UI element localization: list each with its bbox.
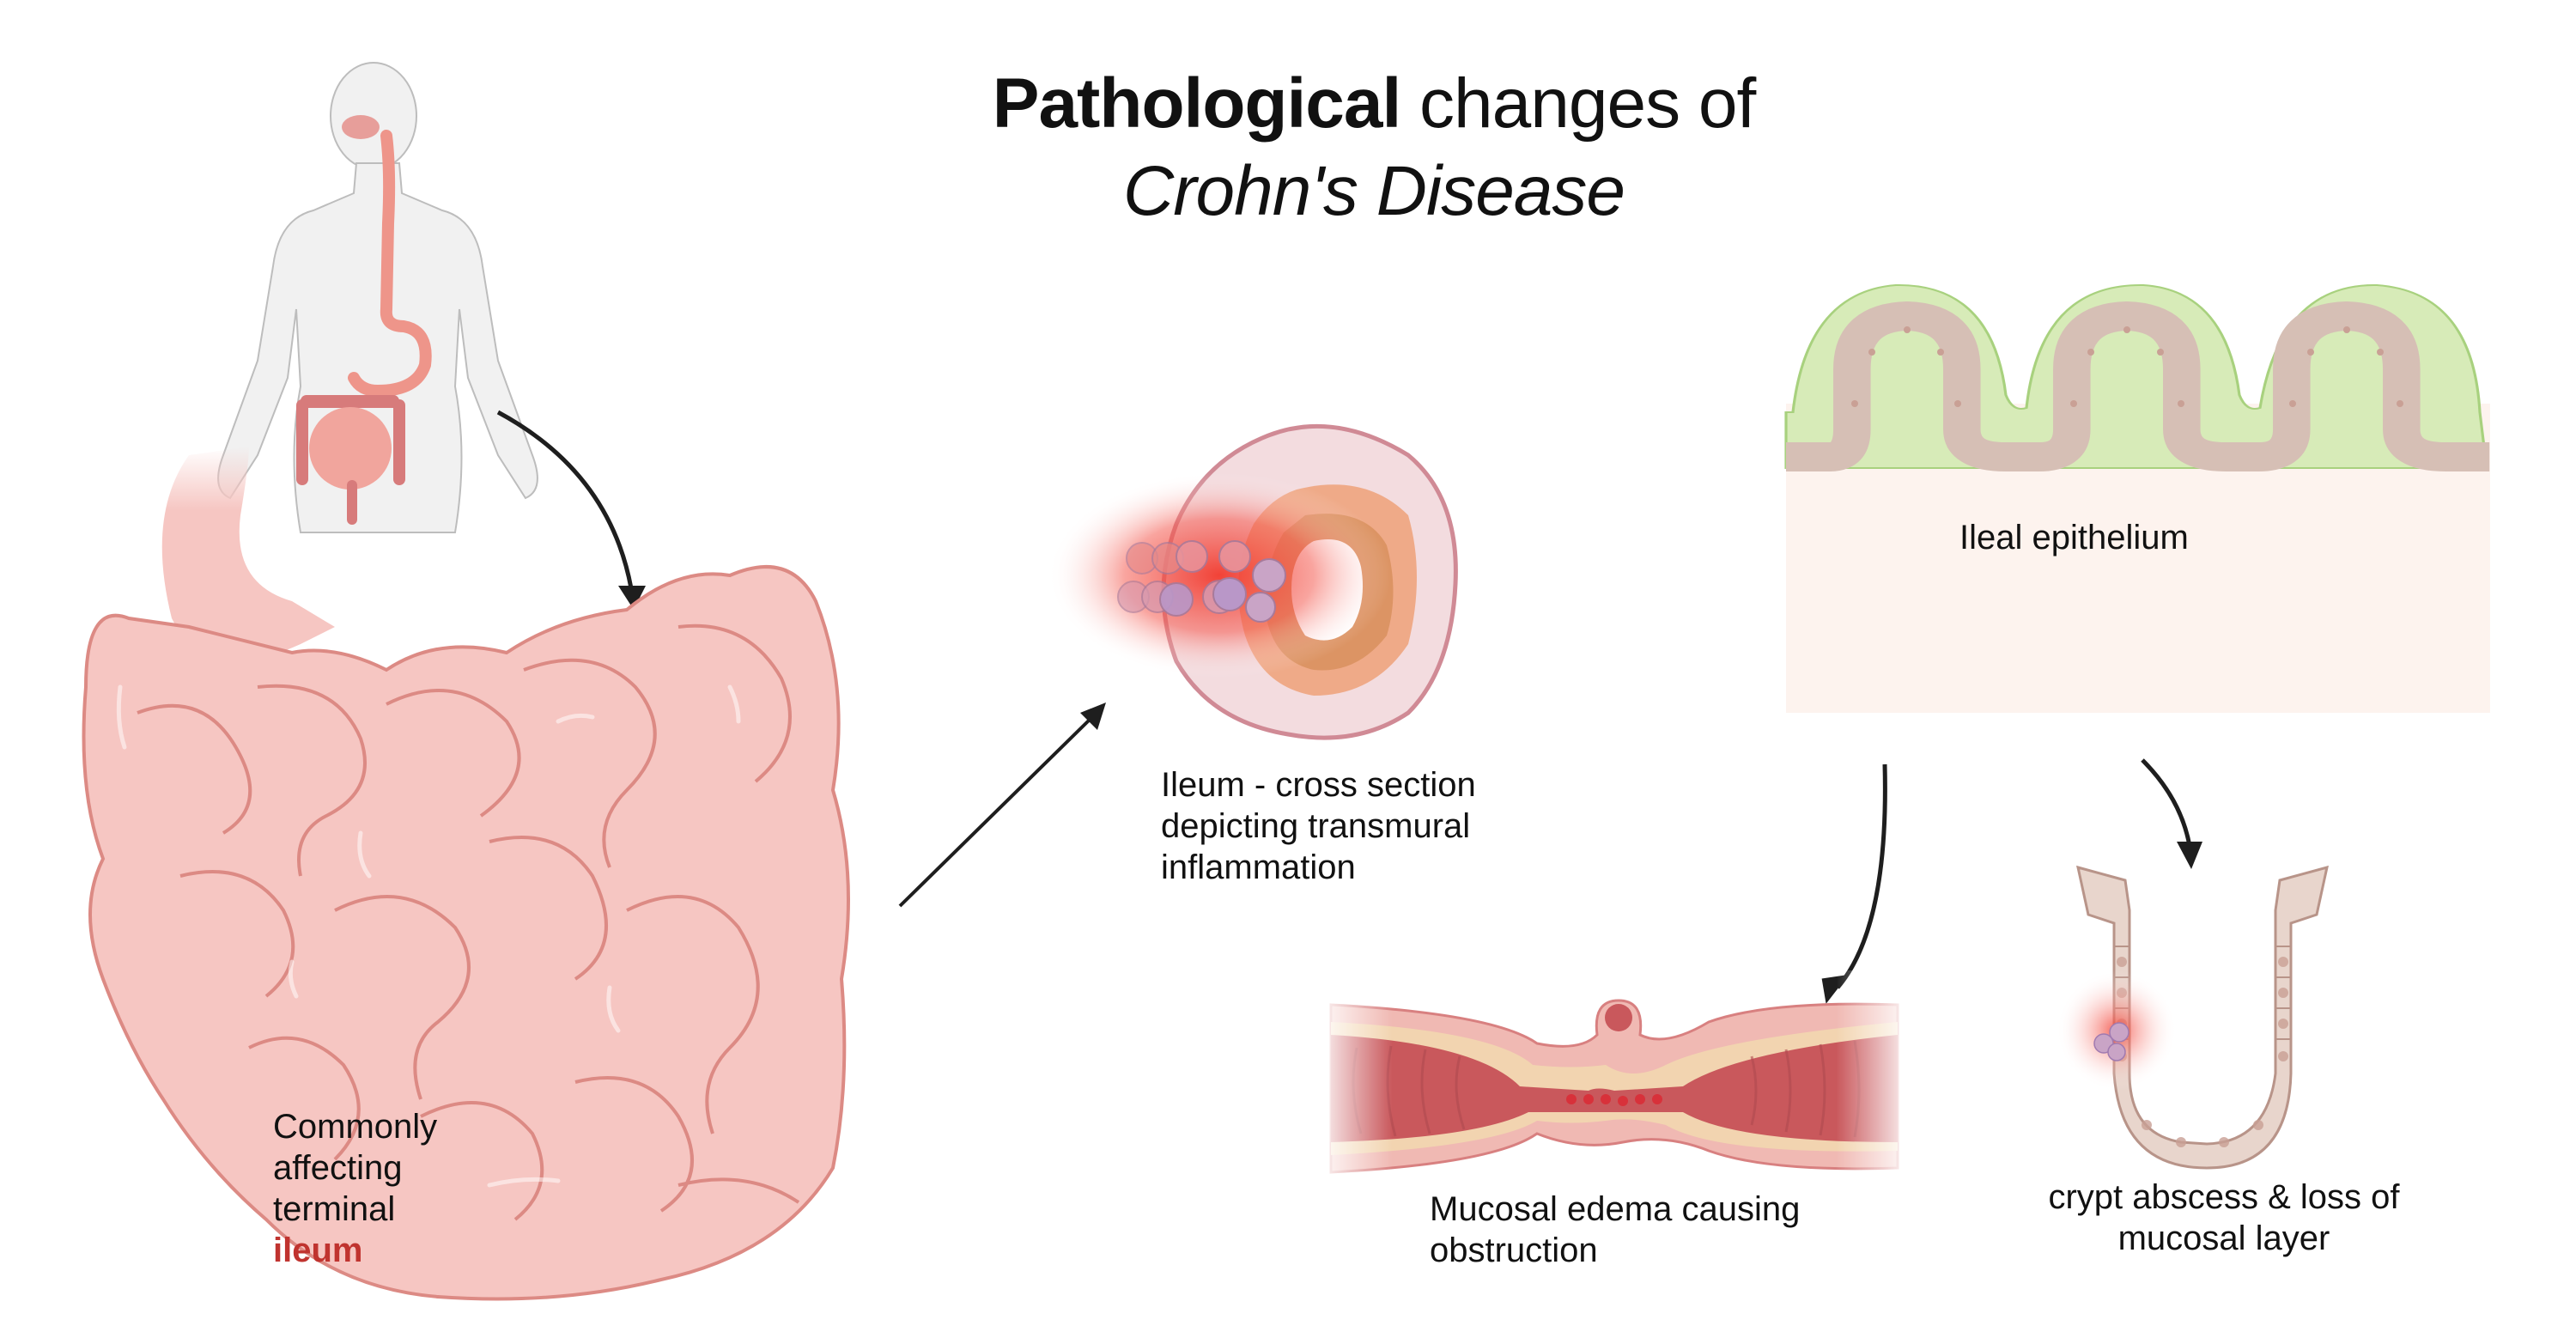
curved-arrow-to-crypt: [2141, 758, 2202, 869]
mucosal-edema-illustration: [1322, 970, 1906, 1211]
small-intestine-illustration: [82, 447, 850, 1301]
ileum-cross-section-illustration: [1048, 423, 1458, 740]
ileal-epithelium-illustration: [1784, 275, 2490, 713]
label-line: terminal: [273, 1190, 396, 1228]
straight-arrow-to-cross-section: [898, 702, 1106, 908]
label-line: crypt abscess & loss of: [2048, 1178, 2400, 1216]
ileal-epithelium-label: Ileal epithelium: [1959, 519, 2189, 556]
label-line: Commonly: [273, 1108, 438, 1146]
label-line: Mucosal edema causing: [1430, 1190, 1801, 1228]
small-intestine-mini-icon: [309, 407, 392, 490]
mucosal-edema-label: Mucosal edema causing obstruction: [1430, 1189, 1800, 1271]
ileum-highlight: ileum: [273, 1232, 363, 1269]
terminal-ileum-label: Commonly affecting terminal ileum: [273, 1106, 437, 1271]
label-line: depicting transmural: [1161, 807, 1471, 845]
cross-section-label: Ileum - cross section depicting transmur…: [1161, 764, 1476, 888]
mouth-icon: [342, 115, 380, 139]
label-line: affecting: [273, 1149, 403, 1187]
label-line: Ileum - cross section: [1161, 766, 1476, 804]
label-line: inflammation: [1161, 848, 1356, 886]
crypt-abscess-illustration: [2057, 865, 2329, 1170]
title-italic: Crohn's Disease: [1122, 152, 1625, 230]
human-body-illustration: [217, 62, 538, 533]
label-line: obstruction: [1430, 1232, 1598, 1269]
title-bold: Pathological: [992, 64, 1402, 143]
label-line: mucosal layer: [2117, 1219, 2330, 1257]
crypt-abscess-label: crypt abscess & loss of mucosal layer: [2001, 1177, 2447, 1259]
curved-arrow-to-intestine: [496, 410, 646, 610]
figure-title: Pathological changes of Crohn's Disease: [945, 60, 1803, 235]
title-normal: changes of: [1400, 64, 1756, 143]
